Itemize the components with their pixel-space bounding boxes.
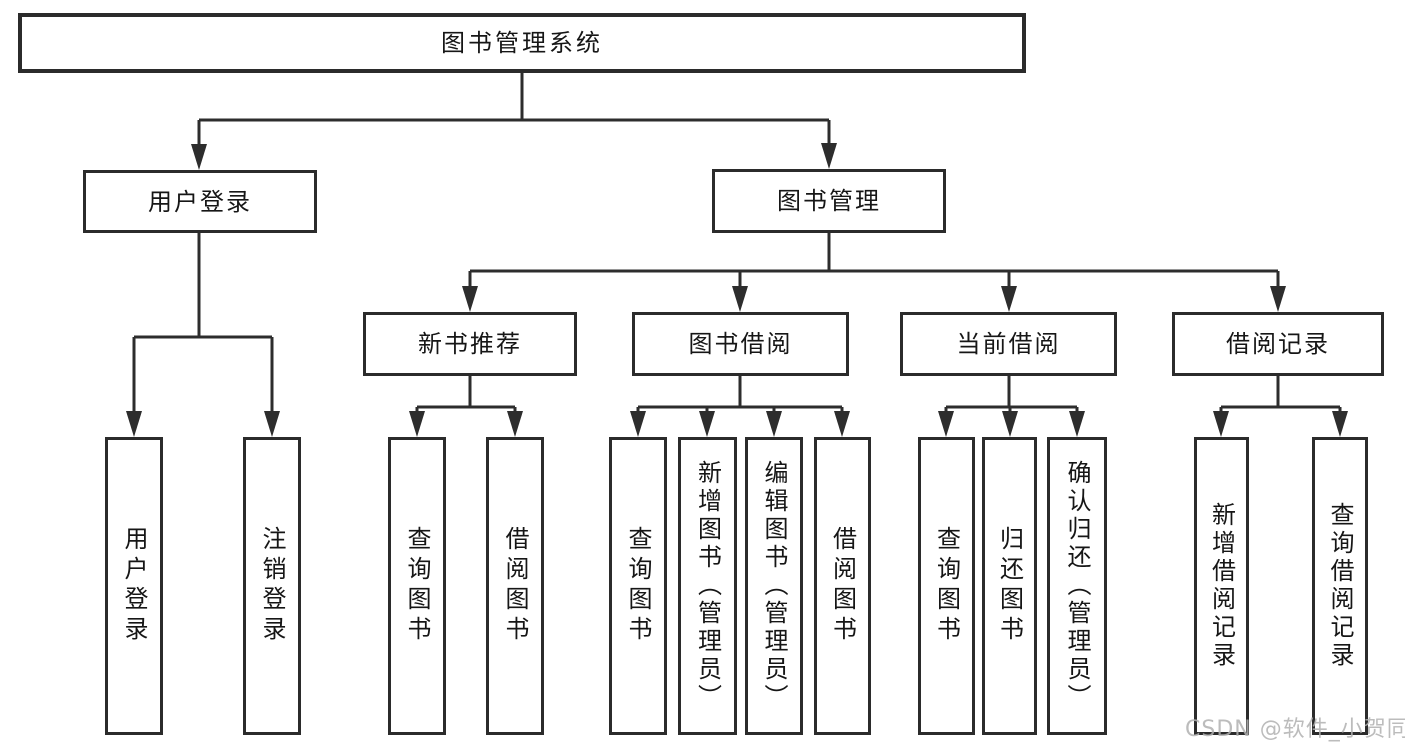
node-book-borrowing: 图书借阅 <box>632 312 849 376</box>
leaf-add-borrow-record: 新增借阅记录 <box>1194 437 1249 735</box>
leaf-return-books: 归还图书 <box>982 437 1037 735</box>
node-book-management: 图书管理 <box>712 169 946 233</box>
leaf-query-books-recommend: 查询图书 <box>388 437 446 735</box>
leaf-query-books-borrowing: 查询图书 <box>609 437 667 735</box>
node-current-borrowing: 当前借阅 <box>900 312 1117 376</box>
leaf-logout: 注销登录 <box>243 437 301 735</box>
node-new-book-recommend: 新书推荐 <box>363 312 577 376</box>
leaf-confirm-return-admin: 确认归还（管理员） <box>1047 437 1107 735</box>
leaf-query-books-current: 查询图书 <box>918 437 975 735</box>
node-library-management-system: 图书管理系统 <box>18 13 1026 73</box>
node-borrow-records: 借阅记录 <box>1172 312 1384 376</box>
leaf-query-borrow-record: 查询借阅记录 <box>1312 437 1368 735</box>
leaf-add-books-admin: 新增图书（管理员） <box>678 437 737 735</box>
node-user-login: 用户登录 <box>83 170 317 233</box>
leaf-user-login: 用户登录 <box>105 437 163 735</box>
leaf-borrow-books-recommend: 借阅图书 <box>486 437 544 735</box>
leaf-borrow-books-borrowing: 借阅图书 <box>814 437 871 735</box>
csdn-watermark: CSDN @软件_小贺同学 <box>1185 717 1405 742</box>
leaf-edit-books-admin: 编辑图书（管理员） <box>745 437 803 735</box>
